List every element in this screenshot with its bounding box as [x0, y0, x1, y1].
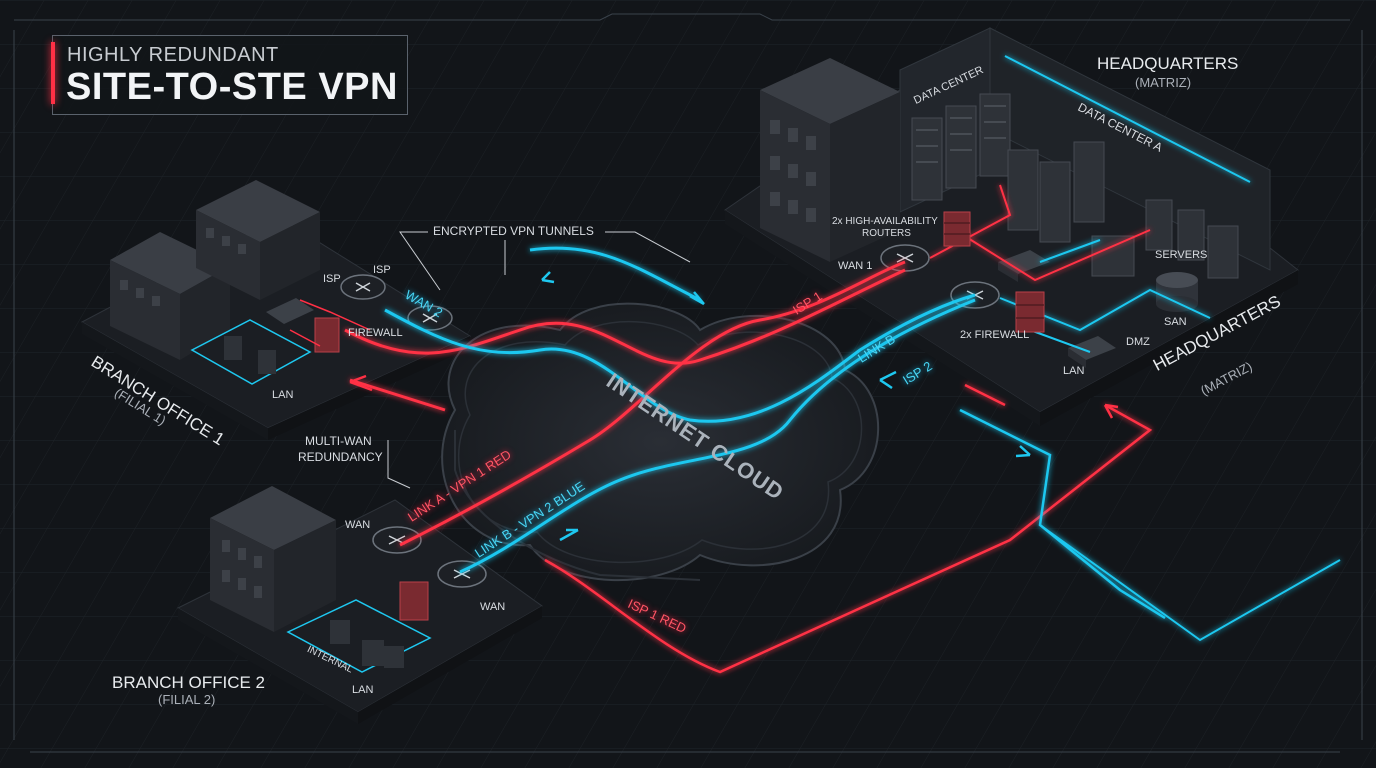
title-accent-bar [51, 42, 55, 104]
firewall-icon [943, 211, 1045, 333]
branch1-platform [80, 180, 472, 440]
ha-routers-label-2: ROUTERS [862, 228, 911, 239]
b2-wan-label-a: WAN [345, 519, 371, 531]
san-cylinder-icon [1156, 272, 1198, 312]
multiwan-callout-line1: MULTI-WAN [305, 434, 372, 448]
firewall-icon [399, 581, 429, 621]
flow-arrows [349, 271, 1119, 542]
hq-subtitle: (MATRIZ) [1135, 75, 1192, 90]
multiwan-callout-line2: REDUNDANCY [298, 450, 383, 464]
page-title: SITE-TO-STE VPN [66, 66, 398, 108]
b1-lan-label: LAN [272, 389, 294, 401]
title-line-1: HIGHLY REDUNDANT [67, 44, 279, 66]
hq-firewall-label: 2x FIREWALL [960, 329, 1030, 341]
firewall-icon [314, 317, 340, 353]
hud-frame [13, 13, 1363, 753]
server-rack-icon [911, 93, 1239, 279]
b2-lan-label: LAN [352, 684, 374, 696]
branch2-title: BRANCH OFFICE 2 [112, 673, 266, 692]
title-panel: HIGHLY REDUNDANT SITE-TO-STE VPN [51, 35, 408, 115]
hq-title: HEADQUARTERS [1097, 54, 1239, 73]
dmz-label: DMZ [1126, 336, 1150, 348]
branch2-platform [176, 486, 543, 724]
router-icon [372, 526, 487, 588]
b1-firewall-label: FIREWALL [348, 327, 403, 339]
router-icon [340, 274, 453, 331]
switch-icon [998, 250, 1116, 368]
hq-building [760, 58, 900, 262]
callout-lines [387, 231, 691, 489]
ha-routers-label-1: 2x HIGH-AVAILABILITY [832, 216, 938, 227]
branch2-subtitle: (FILIAL 2) [158, 692, 216, 707]
b2-wan-label-b: WAN [480, 601, 506, 613]
cloud-icon [441, 302, 880, 582]
servers-label: SERVERS [1155, 249, 1208, 261]
blue-links [384, 246, 1341, 642]
hq-lan-label: LAN [1063, 365, 1085, 377]
wan1-label: WAN 1 [838, 260, 873, 272]
b1-isp-label-a: ISP [323, 273, 341, 285]
san-label: SAN [1164, 316, 1187, 328]
red-links [344, 260, 1153, 674]
b1-isp-label-b: ISP [373, 264, 391, 276]
tunnels-callout: ENCRYPTED VPN TUNNELS [433, 224, 594, 238]
